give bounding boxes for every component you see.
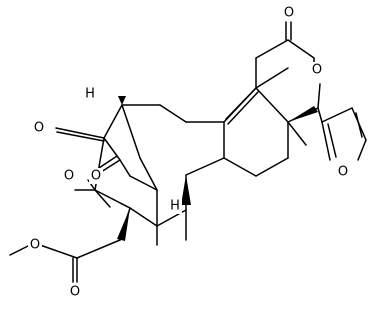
- ketone-oxygen-left-label: O: [34, 121, 44, 136]
- bond-lines: [9, 21, 367, 283]
- atom-labels: O O O O O O O O H H: [28, 5, 350, 300]
- wedge-bond-furyl: [288, 106, 318, 122]
- wedge-bond-junction-h: [181, 175, 191, 205]
- ester-ether-oxygen-label: O: [30, 238, 40, 253]
- ketone-oxygen-bridge-label: O: [91, 169, 101, 184]
- lactone-ring-oxygen-label: O: [312, 63, 322, 78]
- bridge-oxygen-label: O: [64, 169, 74, 184]
- wedge-bond-top-h: [118, 96, 126, 105]
- furan-oxygen-label: O: [338, 165, 348, 180]
- lactone-carbonyl-oxygen-label: O: [284, 6, 294, 21]
- wedge-bond-side-chain: [117, 208, 130, 241]
- wedge-bonds: [117, 96, 318, 241]
- stereo-hydrogen-junction-label: H: [170, 199, 180, 214]
- stereo-hydrogen-top-label: H: [85, 87, 95, 102]
- ester-carbonyl-oxygen-label: O: [70, 285, 80, 300]
